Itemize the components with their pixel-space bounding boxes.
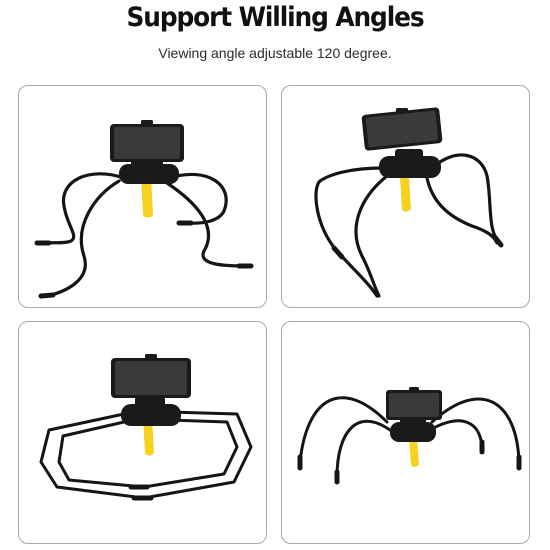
stand-illustration-4 — [297, 387, 522, 485]
product-image-table-stand — [281, 85, 530, 308]
product-image-spider-legs — [18, 85, 267, 308]
stand-illustration-1 — [34, 120, 254, 299]
page-title: Support Willing Angles — [126, 2, 424, 33]
page-subtitle: Viewing angle adjustable 120 degree. — [158, 45, 392, 61]
product-image-frame-stand — [18, 321, 267, 544]
product-image-tall-legs — [281, 321, 530, 544]
stand-illustration-3 — [39, 354, 253, 501]
stand-illustration-2 — [314, 107, 504, 298]
